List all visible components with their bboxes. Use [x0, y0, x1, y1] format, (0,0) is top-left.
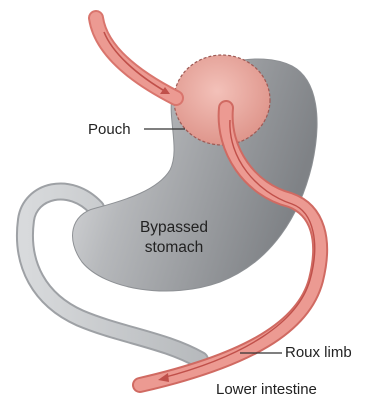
pouch-label: Pouch [88, 121, 131, 139]
bypassed-stomach-label: Bypassed stomach [128, 218, 220, 258]
lower-intestine-label: Lower intestine [216, 381, 317, 399]
roux-limb-label: Roux limb [285, 344, 352, 362]
bypassed-stomach-label-line2: stomach [128, 238, 220, 258]
bypassed-stomach-label-line1: Bypassed [128, 218, 220, 238]
